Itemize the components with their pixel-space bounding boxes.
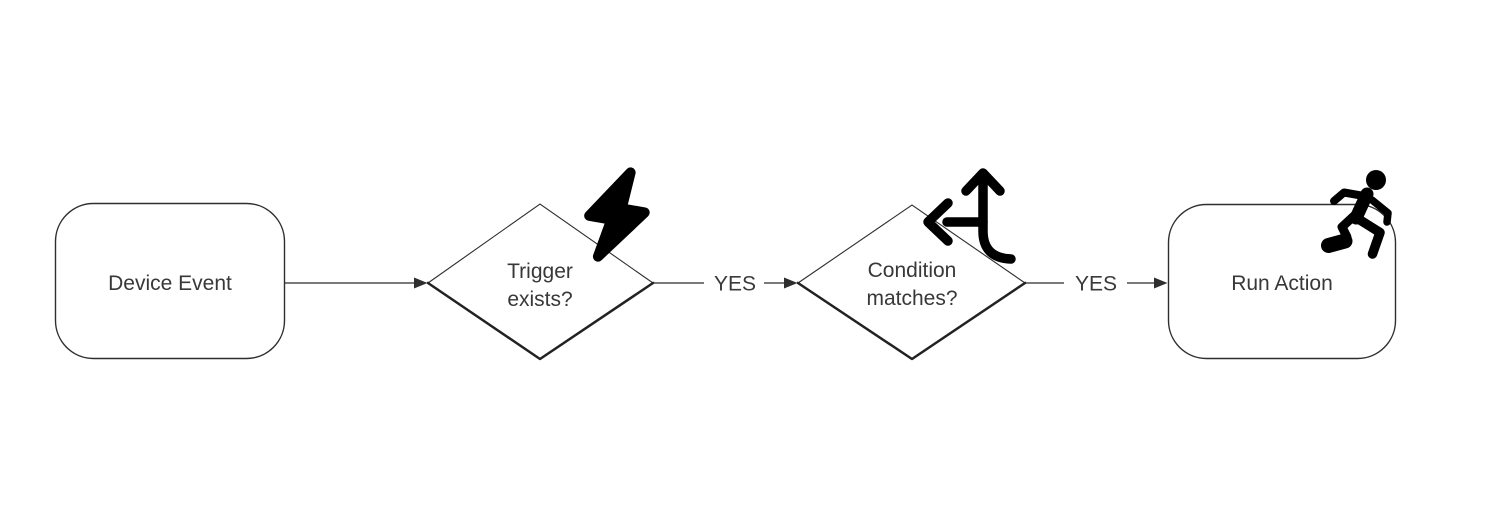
person-running-shoe <box>1321 233 1353 253</box>
node-device-event-shape <box>54 202 286 360</box>
node-trigger-exists-label-line1: Trigger <box>507 260 573 283</box>
lightning-icon-shape <box>584 167 650 262</box>
person-running-front-arm <box>1330 188 1368 205</box>
person-running-head <box>1366 170 1386 190</box>
directions-split-up-arrowhead <box>961 168 1005 196</box>
edge-label-yes-2: YES <box>1075 273 1117 296</box>
lightning-icon <box>584 167 650 262</box>
node-trigger-exists-shadow-edge <box>426 281 655 361</box>
node-device-event: Device Event <box>54 202 286 360</box>
directions-split-icon <box>923 168 1016 264</box>
arrowhead-icon <box>1154 277 1168 289</box>
arrowhead-icon <box>784 277 798 289</box>
node-run-action-label: Run Action <box>1231 272 1333 295</box>
person-running-back-leg <box>1355 215 1385 259</box>
node-trigger-exists: Trigger exists? <box>426 203 655 361</box>
edge-trigger-exists-to-condition-matches: YES <box>653 273 798 296</box>
edge-label-yes-1: YES <box>714 273 756 296</box>
person-running-back-arm <box>1368 196 1392 226</box>
edge-device-event-to-trigger-exists <box>285 277 428 289</box>
node-condition-matches-label-line1: Condition <box>868 259 957 282</box>
arrowhead-icon <box>414 277 428 289</box>
directions-split-stem <box>978 172 1016 264</box>
node-condition-matches: Condition matches? <box>796 204 1027 361</box>
node-device-event-label: Device Event <box>108 272 232 295</box>
edge-condition-matches-to-run-action: YES <box>1025 273 1168 296</box>
node-condition-matches-shadow-edge <box>796 281 1027 361</box>
node-condition-matches-shape <box>797 204 1026 360</box>
directions-split-left-arrowhead <box>923 198 953 246</box>
node-condition-matches-label-line2: matches? <box>866 287 957 310</box>
person-running-icon <box>1321 170 1392 259</box>
node-trigger-exists-label-line2: exists? <box>507 288 572 311</box>
node-run-action: Run Action <box>1167 203 1397 360</box>
